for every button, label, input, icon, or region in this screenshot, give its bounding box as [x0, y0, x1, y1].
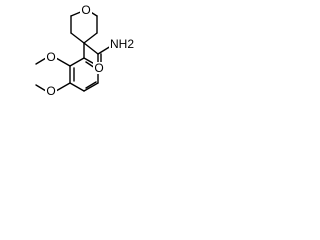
carbonyl-oxygen-backdrop: [93, 62, 105, 74]
bond-aryl-methoxy-oxygen-2: [55, 82, 71, 92]
bonds: [35, 10, 112, 92]
chemical-structure-diagram: O O NH2 O O: [35, 3, 134, 98]
bond-aryl-methoxy-oxygen-1: [55, 57, 71, 67]
bond-methoxy-oxygen-methyl-2: [35, 84, 47, 92]
bond-c4-carbonyl-carbon: [83, 42, 99, 55]
ring-oxygen-label: O: [81, 3, 90, 17]
bond-benzene-inner-2: [85, 81, 97, 89]
methoxy-oxygen-1-backdrop: [45, 51, 57, 63]
methoxy-oxygen-2-backdrop: [45, 85, 57, 97]
bond-ring-c4-c5: [83, 32, 98, 44]
bond-benzene-4: [83, 82, 99, 92]
amide-nitrogen-label: NH2: [110, 37, 134, 51]
bond-carbonyl-carbon-nitrogen: [97, 45, 112, 55]
bond-methoxy-oxygen-methyl-1: [35, 57, 47, 65]
methoxy-oxygen-1-label: O: [46, 50, 55, 64]
atom-labels: O O NH2 O O: [45, 3, 134, 98]
bond-benzene-1: [69, 57, 85, 67]
bond-ring-c3-c4: [70, 32, 85, 44]
carbonyl-oxygen-label: O: [94, 61, 103, 75]
bond-benzene-3: [69, 82, 85, 92]
methoxy-oxygen-2-label: O: [46, 84, 55, 98]
ring-oxygen-backdrop: [80, 4, 92, 16]
amide-nitrogen-backdrop: [109, 38, 129, 51]
